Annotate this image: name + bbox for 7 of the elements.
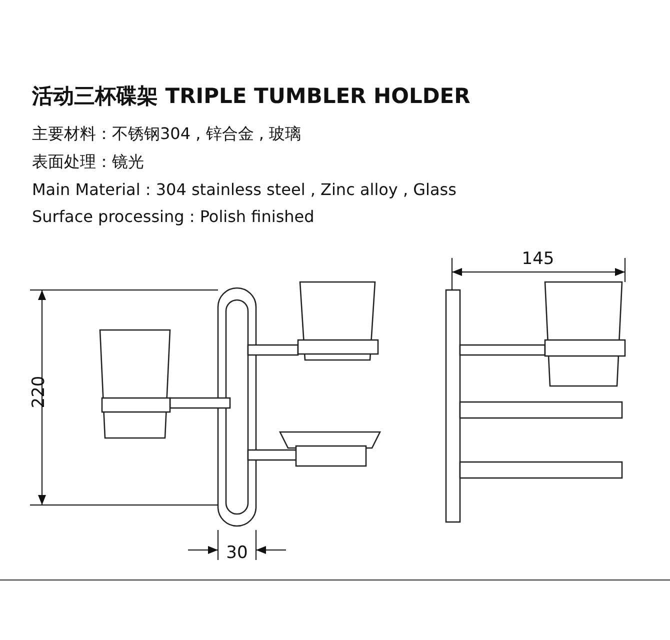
spec-text: Surface processing : Polish finished [32,207,314,226]
spec-text: Main Material : 304 stainless steel , Zinc alloy , Glass [32,180,456,199]
dimension-label: 145 [522,249,554,269]
title-heading: 活动三杯碟架 TRIPLE TUMBLER HOLDER [32,83,470,110]
spec-text: 主要材料：不锈钢304 , 锌合金 , 玻璃 [32,124,302,145]
spec-text: 表面处理：镜光 [32,152,144,173]
dimension-label: 30 [226,543,248,563]
